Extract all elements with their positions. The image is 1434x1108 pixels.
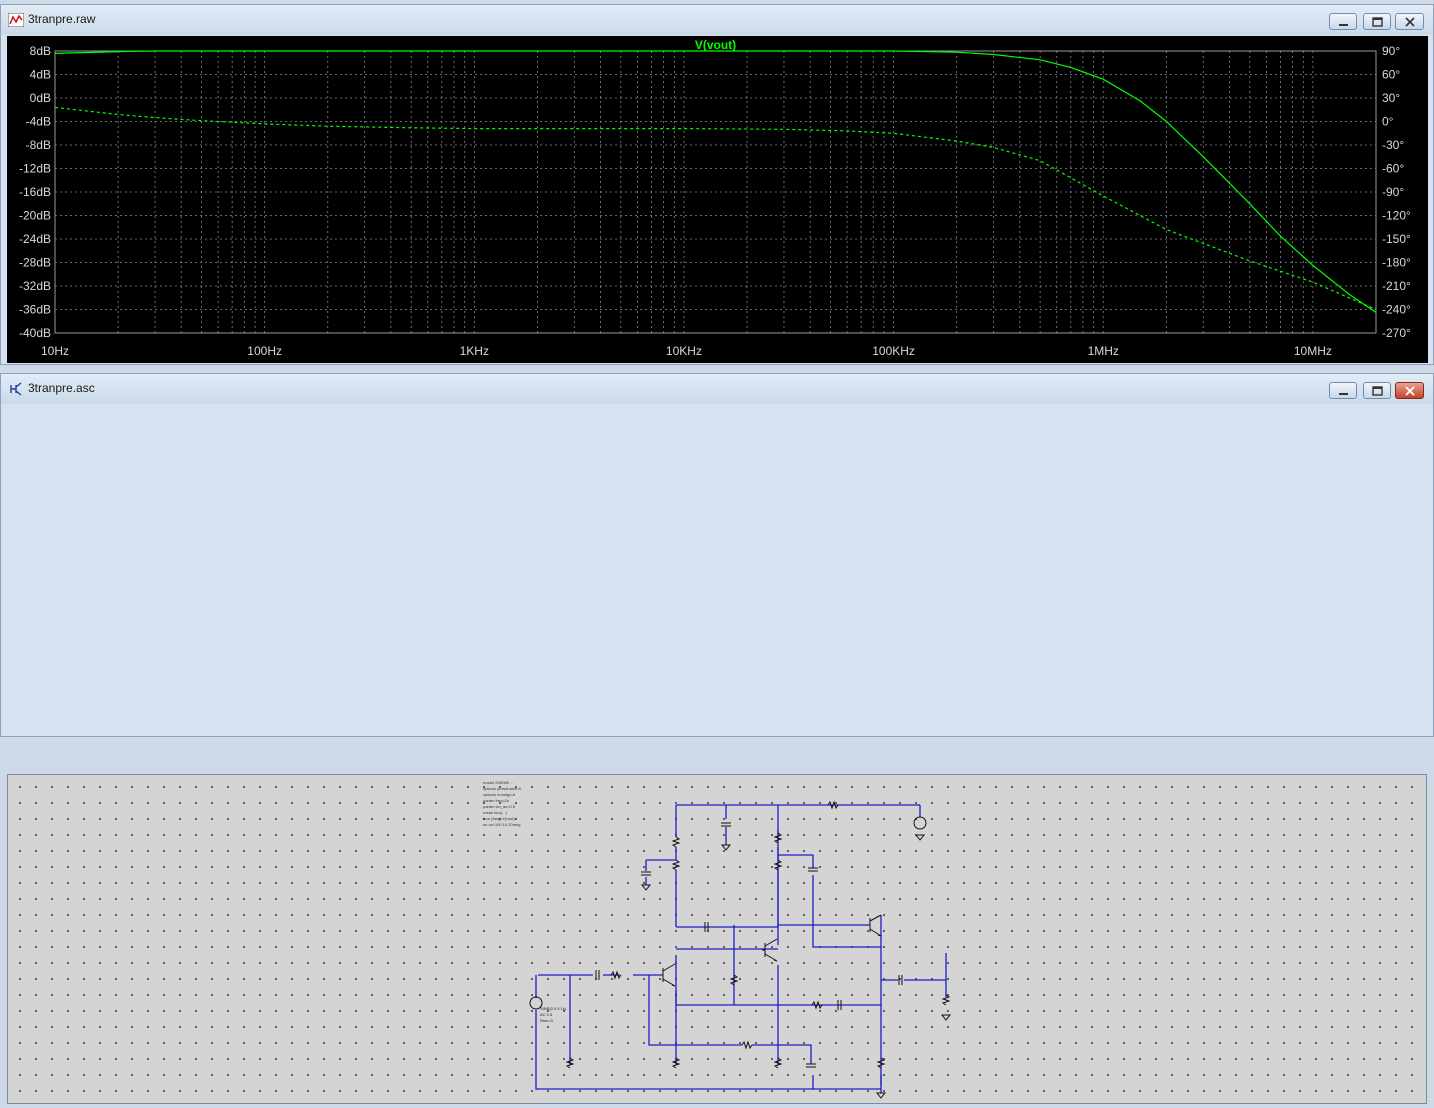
- capacitor[interactable]: [898, 975, 903, 985]
- y-left-tick-label: -28dB: [19, 256, 51, 270]
- capacitor[interactable]: [595, 970, 600, 980]
- components[interactable]: [529, 800, 952, 1099]
- maximize-button[interactable]: [1363, 382, 1391, 399]
- schematic-canvas[interactable]: .model 2N5089 ... .options plotwinsize=0…: [7, 774, 1427, 1104]
- y-left-tick-label: 8dB: [30, 44, 51, 58]
- close-icon: [1405, 17, 1415, 27]
- y-right-tick-label: -270°: [1382, 326, 1411, 340]
- directive-line[interactable]: .param vin_ac=0.5: [482, 804, 516, 809]
- y-right-tick-label: -120°: [1382, 209, 1411, 223]
- x-tick-label: 100KHz: [872, 344, 915, 358]
- close-button[interactable]: [1395, 13, 1424, 30]
- phase-trace[interactable]: [54, 106, 1377, 311]
- x-tick-label: 1MHz: [1088, 344, 1119, 358]
- y-right-tick-label: -210°: [1382, 279, 1411, 293]
- x-tick-label: 10Hz: [41, 344, 69, 358]
- voltage-source-v2[interactable]: [913, 816, 927, 830]
- ground-icon: [720, 844, 732, 851]
- x-tick-label: 10KHz: [666, 344, 702, 358]
- ground-icon: [914, 834, 926, 841]
- capacitor[interactable]: [806, 1063, 816, 1068]
- y-left-tick-label: -40dB: [19, 326, 51, 340]
- directive-line[interactable]: .ac oct 100 10 20meg: [482, 822, 520, 827]
- y-left-tick-label: -16dB: [19, 185, 51, 199]
- directive-line[interactable]: .four {freq} V(vout): [482, 816, 515, 821]
- source-attributes[interactable]: SINE(0 0.5 1k) AC 0.5 Rser=0: [540, 1006, 567, 1023]
- directive-line[interactable]: .options plotwinsize=0: [482, 786, 522, 791]
- capacitor[interactable]: [641, 871, 651, 876]
- y-left-tick-label: 0dB: [30, 91, 51, 105]
- ground-icon: [875, 1092, 887, 1099]
- maximize-icon: [1372, 17, 1383, 27]
- minimize-icon: [1339, 24, 1348, 26]
- transistor-q3[interactable]: [867, 914, 882, 937]
- directive-line[interactable]: .options numdgt=8: [482, 792, 516, 797]
- y-right-tick-label: -240°: [1382, 303, 1411, 317]
- transistor-q1[interactable]: [660, 963, 676, 987]
- plot-titlebar[interactable]: 3tranpre.raw: [1, 5, 1433, 35]
- resistor[interactable]: [741, 1040, 753, 1050]
- bode-plot[interactable]: 8dB 90° 4dB 60° 0dB 30° -4dB 0° -8dB -30° -12dB -60…: [7, 36, 1428, 363]
- source-attr[interactable]: SINE(0 0.5 1k): [540, 1006, 567, 1011]
- maximize-button[interactable]: [1363, 13, 1391, 30]
- ground-icon: [640, 884, 652, 891]
- y-right-tick-label: -180°: [1382, 256, 1411, 270]
- minimize-button[interactable]: [1329, 13, 1357, 30]
- y-left-tick-label: -36dB: [19, 303, 51, 317]
- y-right-tick-label: -60°: [1382, 162, 1404, 176]
- schematic-window[interactable]: 3tranpre.asc .model 2N5089 ... .options …: [0, 373, 1434, 1104]
- y-left-tick-label: -8dB: [26, 138, 51, 152]
- capacitor[interactable]: [808, 867, 818, 872]
- y-left-tick-label: -20dB: [19, 209, 51, 223]
- y-right-tick-label: -90°: [1382, 185, 1404, 199]
- transistor-q2[interactable]: [762, 938, 778, 962]
- y-right-tick-label: 0°: [1382, 115, 1394, 129]
- minimize-icon: [1339, 393, 1348, 395]
- capacitor[interactable]: [721, 822, 731, 827]
- transistor-icon: [8, 382, 24, 396]
- maximize-icon: [1372, 386, 1383, 396]
- schematic-drawing[interactable]: .model 2N5089 ... .options plotwinsize=0…: [8, 775, 1426, 1103]
- directive-line[interactable]: .meas four(...): [482, 810, 508, 815]
- chart-title[interactable]: V(vout): [695, 38, 736, 52]
- x-tick-label: 1KHz: [460, 344, 489, 358]
- wires[interactable]: [535, 804, 947, 1093]
- y-left-tick-label: -24dB: [19, 232, 51, 246]
- close-icon: [1405, 386, 1415, 396]
- y-right-tick-label: 30°: [1382, 91, 1400, 105]
- schematic-titlebar[interactable]: 3tranpre.asc: [1, 374, 1433, 404]
- resistor[interactable]: [671, 859, 681, 871]
- y-left-tick-label: -12dB: [19, 162, 51, 176]
- directive-line[interactable]: .model 2N5089 ...: [482, 780, 514, 785]
- plot-window-title: 3tranpre.raw: [28, 12, 96, 26]
- schematic-window-title: 3tranpre.asc: [28, 381, 95, 395]
- y-right-tick-label: -30°: [1382, 138, 1404, 152]
- waveform-icon: [7, 12, 25, 28]
- x-tick-label: 10MHz: [1294, 344, 1332, 358]
- magnitude-trace[interactable]: [54, 50, 1377, 313]
- source-attr[interactable]: AC 0.5: [540, 1012, 553, 1017]
- y-right-tick-label: 60°: [1382, 68, 1400, 82]
- minimize-button[interactable]: [1329, 382, 1357, 399]
- y-left-tick-label: -32dB: [19, 279, 51, 293]
- resistor[interactable]: [671, 836, 681, 848]
- plot-window[interactable]: 3tranpre.raw 8dB 90° 4dB 60° 0dB 30° -4dB 0° -8d…: [0, 4, 1434, 365]
- directive-line[interactable]: .param freq=1k: [482, 798, 509, 803]
- spice-directives[interactable]: .model 2N5089 ... .options plotwinsize=0…: [482, 780, 522, 827]
- y-left-tick-label: 4dB: [30, 68, 51, 82]
- y-right-tick-label: 90°: [1382, 44, 1400, 58]
- x-tick-label: 100Hz: [247, 344, 282, 358]
- ground-icon: [940, 1014, 952, 1021]
- source-attr[interactable]: Rser=0: [540, 1018, 554, 1023]
- y-left-tick-label: -4dB: [26, 115, 51, 129]
- close-button[interactable]: [1395, 382, 1424, 399]
- y-right-tick-label: -150°: [1382, 232, 1411, 246]
- plot-area[interactable]: 8dB 90° 4dB 60° 0dB 30° -4dB 0° -8dB -30° -12dB -60…: [7, 36, 1428, 363]
